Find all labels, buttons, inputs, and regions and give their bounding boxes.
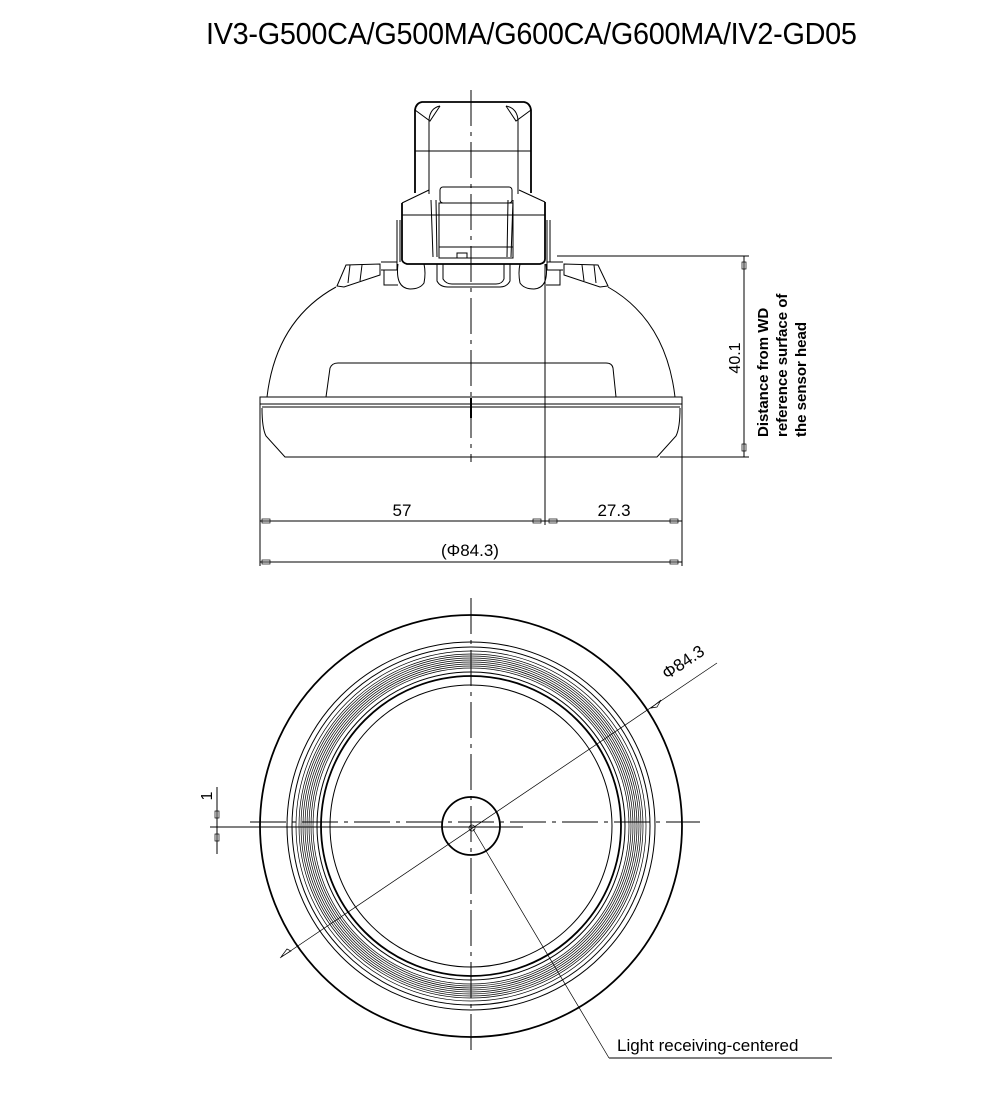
note-line-1: Distance from WD [755,308,772,437]
right-width-value: 27.3 [597,501,630,520]
front-view: 1 Φ84.3 Light receiving-centered [199,598,832,1059]
height-dimension-value: 40.1 [727,342,744,373]
front-diameter-value: Φ84.3 [659,641,708,683]
diameter-dimension [279,662,718,959]
offset-dimension [214,787,220,854]
side-view: 40.1 Distance from WD reference surface … [259,90,810,566]
note-line-3: the sensor head [793,322,810,437]
light-receiving-leader [472,828,832,1059]
left-width-value: 57 [393,501,412,520]
mounting-ears [336,261,609,290]
light-receiving-center [468,824,476,832]
leader-label: Light receiving-centered [617,1036,798,1055]
width-dimensions [259,404,683,566]
offset-dimension-value: 1 [199,791,216,800]
note-line-2: reference surface of [774,293,791,437]
connector-housing [396,101,551,265]
overall-diameter-value: (Φ84.3) [441,541,499,560]
drawing-title: IV3-G500CA/G500MA/G600CA/G600MA/IV2-GD05 [206,16,857,51]
height-dimension [557,255,749,458]
height-dimension-note: Distance from WD reference surface of th… [755,293,810,437]
